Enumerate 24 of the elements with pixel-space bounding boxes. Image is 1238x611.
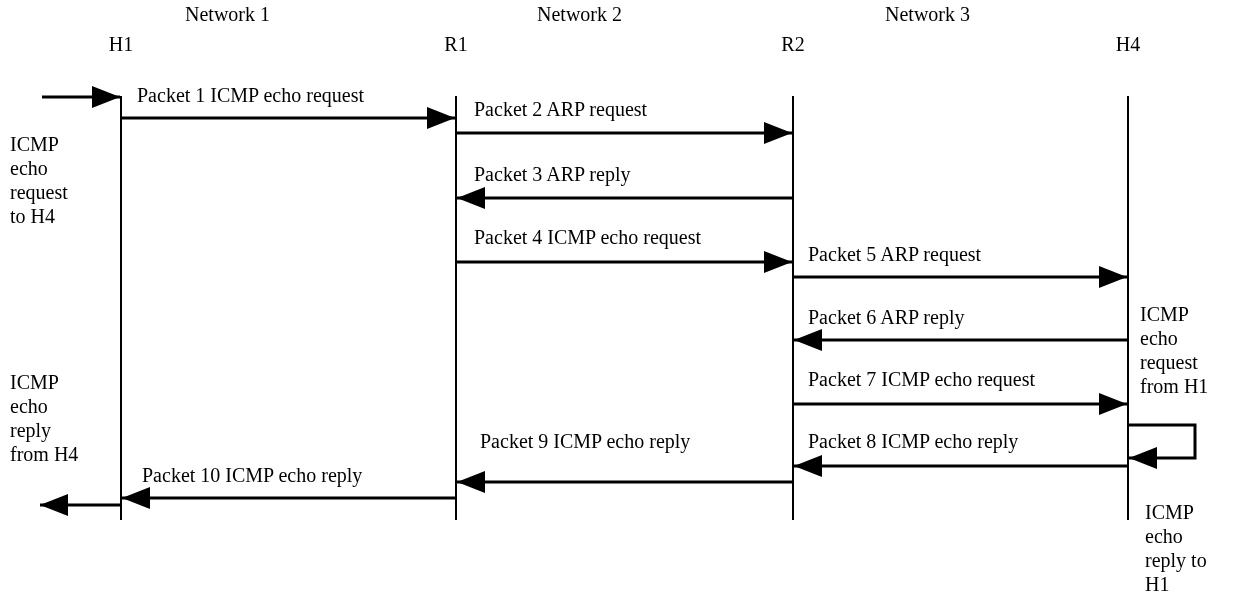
arrow <box>794 455 1127 477</box>
arrow <box>42 86 120 108</box>
arrow <box>457 122 792 144</box>
arrow <box>794 266 1127 288</box>
note-text: ICMP echo request to H4 <box>10 132 69 228</box>
arrow <box>122 107 455 129</box>
note-text: ICMP echo request from H1 <box>1140 302 1210 398</box>
lifeline-label: H4 <box>1114 32 1142 57</box>
lifeline-label: R1 <box>443 32 469 57</box>
arrow <box>794 329 1127 351</box>
note-text: ICMP echo reply to H1 <box>1145 500 1208 596</box>
arrow <box>794 393 1127 415</box>
network-label: Network 2 <box>537 2 623 26</box>
arrow <box>457 251 792 273</box>
lifeline-label: R2 <box>780 32 806 57</box>
lifeline-label: H1 <box>107 32 135 57</box>
arrow <box>457 187 792 209</box>
note-text: ICMP echo reply from H4 <box>10 370 80 466</box>
arrow <box>122 487 455 509</box>
network-label: Network 1 <box>185 2 271 26</box>
arrow <box>40 494 120 516</box>
arrow <box>1129 423 1197 469</box>
arrow <box>457 471 792 493</box>
network-label: Network 3 <box>885 2 971 26</box>
